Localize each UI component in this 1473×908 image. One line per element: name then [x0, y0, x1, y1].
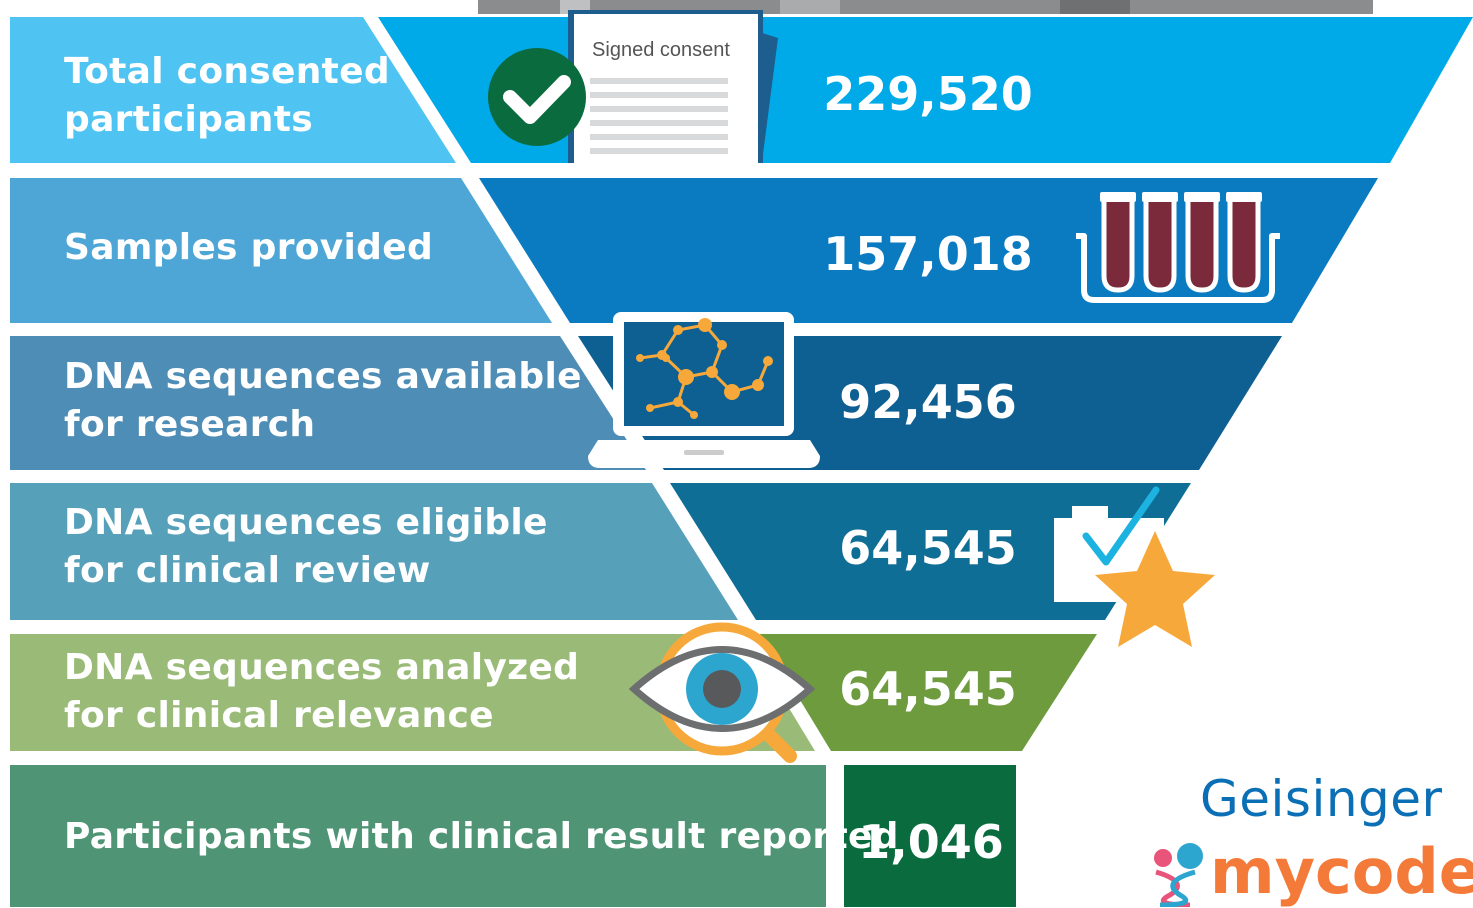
row1-value: 229,520: [823, 67, 1033, 121]
test-tubes-icon: [1076, 192, 1280, 303]
consent-doc-title: Signed consent: [592, 39, 730, 61]
row5-right-band: [760, 634, 1097, 751]
row3-left-band: [10, 336, 646, 470]
row4-label-line1: DNA sequences eligible: [64, 502, 548, 543]
row6-label-line1: Participants with clinical result report…: [64, 816, 899, 857]
row4-value: 64,545: [839, 521, 1017, 575]
row6-label: Participants with clinical result report…: [64, 813, 899, 861]
row1-left-band: [10, 17, 456, 163]
row2-left-band: [10, 178, 552, 323]
row5-label-line2: for clinical relevance: [64, 695, 494, 736]
row1-label-line2: participants: [64, 99, 313, 140]
row3-label-line2: for research: [64, 404, 316, 445]
row5-label: DNA sequences analyzed for clinical rele…: [64, 644, 579, 740]
row2-label-line1: Samples provided: [64, 227, 434, 268]
laptop-molecule-icon: [588, 312, 820, 468]
dna-logo-icon: [1154, 843, 1203, 907]
row6-right-band: [844, 765, 1016, 907]
mycode-logo-text: mycode: [1210, 835, 1473, 908]
geisinger-logo-text: Geisinger: [1200, 770, 1443, 828]
consent-document: [568, 10, 778, 163]
row5-left-band: [10, 634, 815, 751]
clipboard-check-icon: [1054, 486, 1164, 602]
row4-label-line2: for clinical review: [64, 550, 431, 591]
row5-value: 64,545: [839, 662, 1017, 716]
check-icon: [488, 48, 586, 146]
row1-label-line1: Total consented: [64, 51, 390, 92]
row5-label-line1: DNA sequences analyzed: [64, 647, 580, 688]
row4-label: DNA sequences eligible for clinical revi…: [64, 499, 548, 595]
row6-left-band: [10, 765, 826, 907]
row1-label: Total consented participants: [64, 48, 390, 144]
row2-value: 157,018: [823, 227, 1033, 281]
star-icon: [1095, 531, 1215, 647]
row3-label: DNA sequences available for research: [64, 353, 582, 449]
row2-label: Samples provided: [64, 224, 433, 272]
row4-left-band: [10, 483, 738, 620]
row3-label-line1: DNA sequences available: [64, 356, 582, 397]
magnifier-eye-icon: [628, 622, 816, 763]
row3-value: 92,456: [839, 375, 1017, 429]
row6-value: 1,046: [858, 815, 1004, 869]
